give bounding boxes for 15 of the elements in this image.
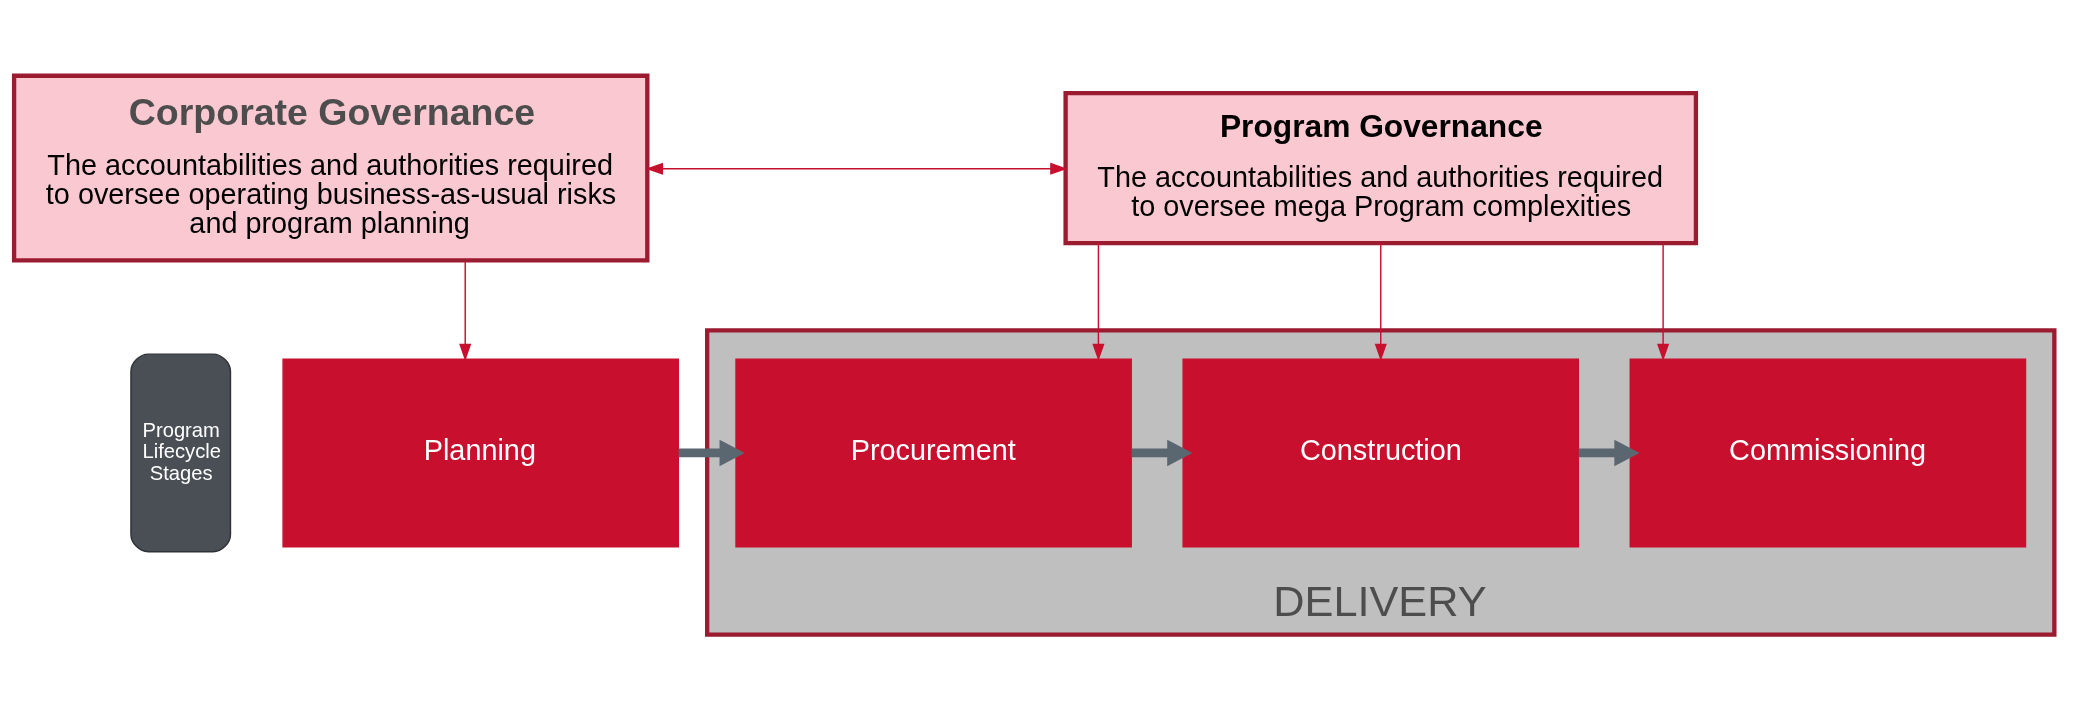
arrow bbox=[678, 439, 745, 466]
node-box: Planning bbox=[282, 357, 680, 547]
node-box: Procurement bbox=[735, 357, 1132, 547]
node-box: Corporate Governance The accountabilities and authorities required to oversee operating business-as-usual risks and program planning bbox=[11, 73, 650, 263]
arrow bbox=[1131, 439, 1193, 466]
arrow bbox=[1092, 242, 1105, 361]
node-box: Program Governance The accountabilities and authorities required to oversee mega Program complexities bbox=[1063, 90, 1699, 245]
node-box: Program Lifecycle Stages bbox=[130, 352, 232, 552]
arrow bbox=[1657, 242, 1670, 361]
arrow bbox=[459, 259, 472, 361]
arrow bbox=[1374, 242, 1387, 361]
node-box: Commissioning bbox=[1629, 357, 2027, 547]
arrow bbox=[645, 162, 1068, 175]
node-box: Construction bbox=[1182, 357, 1580, 547]
arrow bbox=[1578, 439, 1640, 466]
